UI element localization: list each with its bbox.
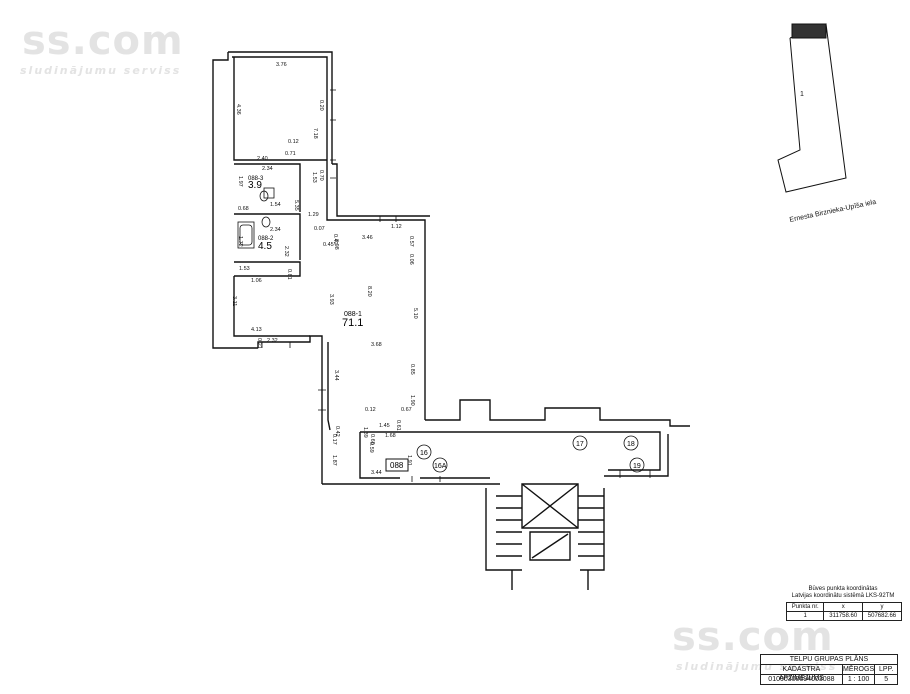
dimension-label: 3.44 — [371, 470, 382, 476]
room-area-088-2: 4.5 — [258, 241, 272, 252]
dimension-label: 2.32 — [283, 246, 289, 257]
marker-18: 18 — [627, 441, 635, 448]
watermark-tagline-bottom: sludinājumu serviss — [676, 660, 838, 673]
markers — [416, 435, 645, 473]
dimension-label: 0.42 — [332, 234, 338, 245]
dimension-label: 0.42 — [334, 426, 340, 437]
dimension-label: 0.06 — [408, 254, 414, 265]
room-id-088-2: 088-2 — [258, 236, 274, 242]
dimension-label: 1.53 — [239, 266, 250, 272]
room-area-088-3: 3.9 — [248, 180, 262, 191]
dimension-label: 1.53 — [311, 172, 317, 183]
dimension-label: 1.45 — [379, 423, 390, 429]
dimension-label: 0.81 — [286, 269, 292, 280]
dimension-label: 3.46 — [362, 235, 373, 241]
dimension-label: 0.57 — [408, 236, 414, 247]
dimension-label: 1.72 — [237, 236, 243, 247]
group-label: 088 — [390, 461, 404, 470]
dimension-label: 0.59 — [368, 442, 374, 453]
dimension-label: 2.32 — [267, 338, 278, 344]
cadastral-number: 01000300094003088 — [761, 675, 843, 684]
dimension-label: 0.45 — [323, 242, 334, 248]
dimension-label: 1.68 — [385, 433, 396, 439]
dimension-label: 3.93 — [328, 294, 334, 305]
watermark-logo-bottom: ss.com — [672, 614, 834, 660]
dimension-label: 3.44 — [333, 370, 339, 381]
coords-table: Punkta nr. x y 1 311758.60 507682.66 — [785, 602, 903, 621]
title-block-title: TELPU GRUPAS PLĀNS — [761, 655, 897, 665]
room-area-088-1: 71.1 — [342, 317, 363, 329]
group-label-box — [385, 458, 409, 472]
dimension-label: 1.39 — [362, 427, 368, 438]
dimension-label: 0.68 — [238, 206, 249, 212]
dimension-label: 2.34 — [270, 227, 281, 233]
marker-16a: 16A — [434, 463, 447, 470]
title-block-header: MĒROGS — [843, 665, 876, 674]
dimension-label: 0.61 — [395, 420, 401, 431]
coords-cell: 1 — [785, 611, 825, 621]
dimension-labels: 3.76 4.36 7.18 0.20 0.70 0.12 2.40 0.71 2.34 1.53… — [231, 62, 418, 476]
dimension-label: 0.67 — [401, 407, 412, 413]
page-number: 5 — [884, 676, 889, 683]
scale: 1 : 100 — [843, 675, 876, 684]
dimension-label: 0.17 — [331, 434, 337, 445]
coords-cell: 311758.60 — [823, 611, 863, 621]
dimension-label: 0.71 — [285, 151, 296, 157]
building-mark: 1 — [800, 91, 804, 98]
street-name: Ernesta Birznieka-Upīša iela — [789, 199, 877, 224]
coords-cell: 507682.66 — [861, 611, 903, 621]
dimension-label: 7.18 — [312, 128, 318, 139]
fixtures — [237, 187, 275, 249]
dimension-label: 0.20 — [318, 100, 324, 111]
title-block-header: KADASTRA APZĪMĒJUMS — [761, 665, 843, 682]
dimension-label: 0.98 — [333, 239, 339, 250]
watermark-logo: ss.com — [22, 18, 184, 64]
dimension-label: 4.13 — [251, 327, 262, 333]
dimension-label: 0.07 — [314, 226, 325, 232]
dimension-label: 0.85 — [409, 364, 415, 375]
dimension-label: 8.20 — [366, 286, 372, 297]
title-block-values: 01000300094003088 1 : 100 5 — [761, 675, 897, 684]
dimension-label: 0.60 — [369, 434, 375, 445]
location-sketch — [777, 23, 847, 193]
dimension-label: 1.12 — [391, 224, 402, 230]
dimension-label: 3.76 — [276, 62, 287, 68]
marker-19: 19 — [633, 463, 641, 470]
room-id-088-1: 088-1 — [344, 311, 362, 318]
dimension-label: 1.06 — [251, 278, 262, 284]
dimension-label: 1.97 — [237, 176, 243, 187]
dimension-label: 0.12 — [365, 407, 376, 413]
title-block: TELPU GRUPAS PLĀNS KADASTRA APZĪMĒJUMS M… — [760, 654, 898, 685]
dimension-label: 0.70 — [318, 170, 324, 181]
dimension-label: 3.68 — [371, 342, 382, 348]
dimension-label: 1.90 — [409, 395, 415, 406]
dimension-label: 1.54 — [270, 202, 281, 208]
marker-16: 16 — [420, 450, 428, 457]
dimension-label: 2.40 — [257, 156, 268, 162]
title-block-headers: KADASTRA APZĪMĒJUMS MĒROGS LPP. — [761, 665, 897, 682]
dimension-label: 1.87 — [331, 455, 337, 466]
dimension-label: 4.36 — [235, 104, 241, 115]
coords-title-2: Latvijas koordinātu sistēmā LKS-92TM — [791, 593, 895, 599]
dimension-label: 3.11 — [231, 296, 237, 306]
dimension-label: 1.91 — [406, 455, 412, 466]
walls — [212, 51, 690, 590]
dimension-label: 0.21 — [256, 338, 262, 349]
title-block-header: LPP. — [879, 666, 894, 673]
coords-header-point: Punkta nr. — [785, 602, 825, 612]
coords-header-x: x — [823, 602, 863, 612]
openings — [261, 89, 651, 482]
dimension-label: 5.35 — [293, 200, 299, 211]
room-id-088-3: 088-3 — [248, 176, 264, 182]
dimension-label: 2.34 — [262, 166, 273, 172]
coords-title-1: Būves punkta koordinātas — [808, 586, 878, 592]
dimension-label: 1.29 — [308, 212, 319, 218]
watermark-tagline: sludinājumu serviss — [20, 64, 182, 77]
dimension-label: 5.10 — [412, 308, 418, 319]
coords-header-y: y — [861, 602, 903, 612]
marker-17: 17 — [576, 441, 584, 448]
dimension-label: 0.12 — [288, 139, 299, 145]
